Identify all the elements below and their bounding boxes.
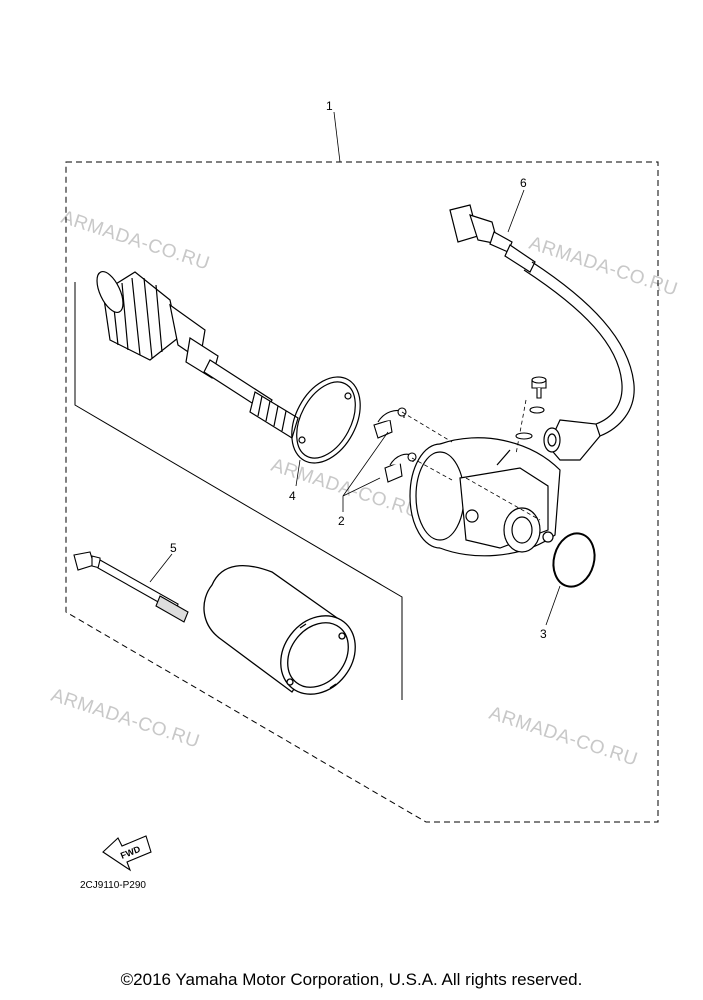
callout-6: 6 (520, 176, 527, 190)
callout-4: 4 (289, 489, 296, 503)
callout-2: 2 (338, 514, 345, 528)
assembly-boundary (65, 161, 659, 823)
watermark-bottom-left: ARMADA-CO.RU (48, 685, 202, 753)
armature (96, 271, 299, 439)
brush-set (373, 407, 417, 483)
forward-arrow-icon: FWD (102, 835, 152, 872)
gasket-ring (291, 376, 361, 464)
assembly-axis-lines (401, 399, 541, 521)
terminal-screw (515, 376, 547, 440)
yoke-housing (203, 565, 356, 695)
callout-3: 3 (540, 627, 547, 641)
callout-1: 1 (326, 99, 333, 113)
front-cover (409, 437, 561, 557)
callout-leaders (149, 111, 561, 626)
through-bolt (73, 551, 189, 623)
o-ring (552, 532, 596, 588)
watermark-top-right: ARMADA-CO.RU (526, 233, 680, 301)
watermark-bottom-right: ARMADA-CO.RU (486, 703, 640, 771)
watermark-top-left: ARMADA-CO.RU (58, 207, 212, 275)
exploded-view-outline (74, 282, 403, 700)
copyright-notice: ©2016 Yamaha Motor Corporation, U.S.A. A… (120, 970, 583, 989)
callout-5: 5 (170, 541, 177, 555)
diagram-code: 2CJ9110-P290 (80, 880, 146, 891)
lead-wire (449, 204, 635, 461)
